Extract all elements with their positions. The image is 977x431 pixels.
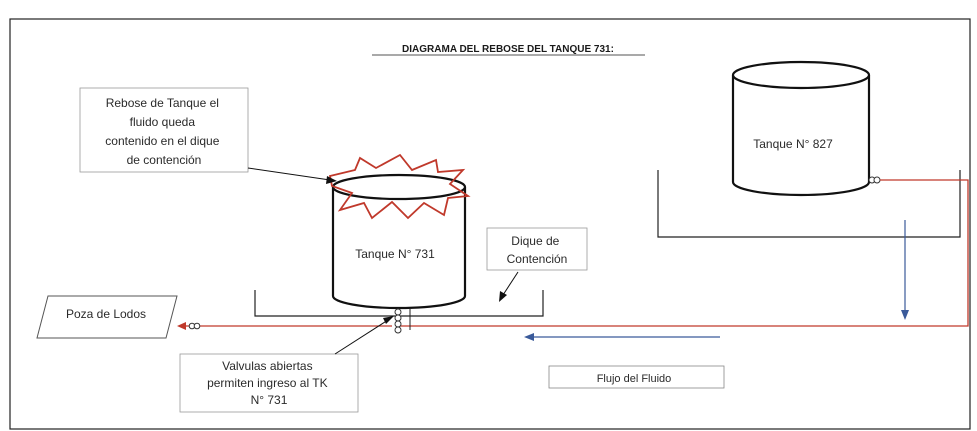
- callout-dique-text: Dique de Contención: [507, 234, 568, 266]
- callout-valvulas-box: [179, 353, 359, 413]
- overflow-burst-icon: [328, 153, 471, 220]
- valve-827-icon: [868, 176, 881, 184]
- tank-731: [331, 173, 467, 310]
- callout-valvulas-arrowhead-icon: [383, 316, 394, 324]
- callout-valvulas-text: Valvulas abiertas permiten ingreso al TK…: [207, 359, 331, 407]
- tank-731-label: Tanque N° 731: [355, 247, 435, 261]
- down-arrowhead-icon: [901, 310, 909, 320]
- poza-de-lodos-label: Poza de Lodos: [66, 307, 146, 321]
- dike-827: [657, 170, 961, 238]
- left-arrowhead-icon: [524, 333, 534, 341]
- diagram-border: [9, 18, 971, 430]
- callout-dique-pointer: [502, 271, 519, 296]
- poza-de-lodos-shape: [36, 295, 178, 339]
- tank-827: [731, 60, 871, 197]
- pipe-line-main: [400, 179, 969, 327]
- callout-valvulas-pointer: [334, 319, 389, 355]
- callout-dique-arrowhead-icon: [499, 291, 507, 302]
- callout-rebose-box: [79, 87, 249, 173]
- valve-731-icon: [394, 308, 402, 334]
- tank-827-label: Tanque N° 827: [753, 137, 833, 151]
- flow-label-box: [548, 365, 725, 389]
- pipe-arrowhead-icon: [177, 322, 186, 330]
- valve-poza-icon: [188, 322, 201, 330]
- callout-rebose-text: Rebose de Tanque el fluido queda conteni…: [105, 96, 222, 167]
- callout-dique-box: [486, 227, 588, 271]
- callout-rebose-pointer: [247, 167, 331, 181]
- callout-rebose-arrowhead-icon: [326, 176, 337, 184]
- diagram-title: DIAGRAMA DEL REBOSE DEL TANQUE 731:: [402, 44, 614, 55]
- flow-label: Flujo del Fluido: [597, 373, 672, 385]
